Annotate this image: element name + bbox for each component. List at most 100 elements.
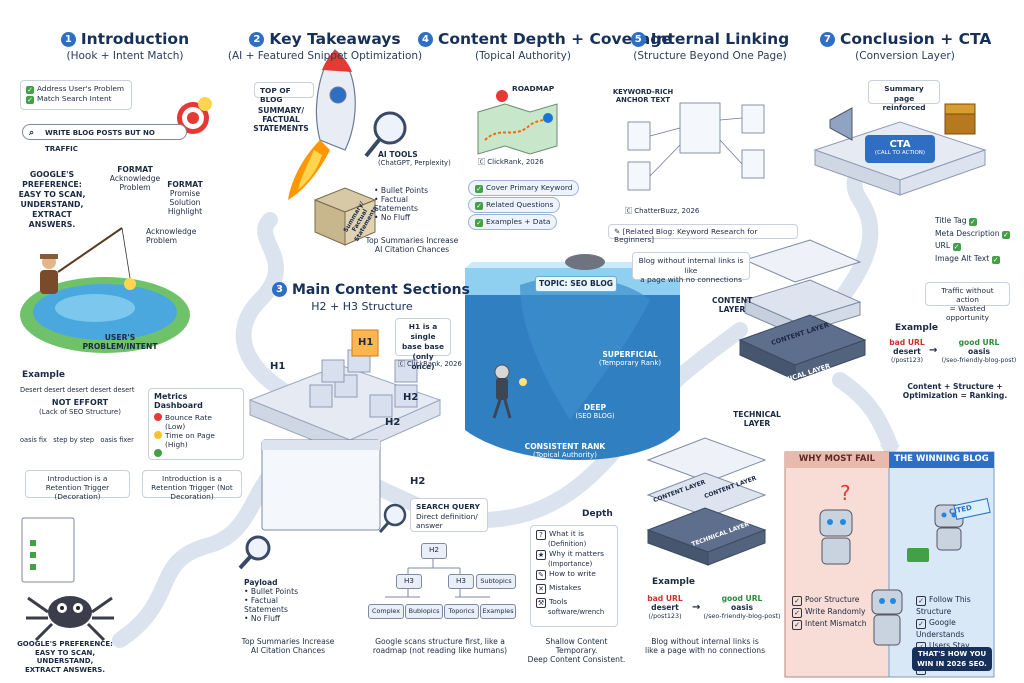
section-title: Conclusion + CTA (840, 30, 992, 48)
treasure-chest-icon (944, 111, 976, 135)
tree-leaf: Examples (480, 604, 516, 619)
google-doc-icon (21, 517, 75, 583)
seo-checklist: Title Tag ✓ Meta Description ✓ URL ✓ Ima… (935, 215, 1015, 265)
h1-note: H1 is a single base base (only once) (395, 318, 451, 371)
tree-leaf: Complex (368, 604, 404, 619)
ranking-formula: Content + Structure + Optimization = Ran… (902, 382, 1008, 400)
h2-label-b: H2 (403, 392, 419, 403)
summary-statements: SUMMARY/ FACTUAL STATEMENTS (253, 106, 309, 133)
checkbox-icon: ✓ (792, 608, 802, 618)
section-subtitle: (AI + Featured Snippet Optimization) (227, 50, 423, 62)
h2-path-label: H2 (410, 476, 426, 487)
metrics-dashboard: Metrics Dashboard Bounce Rate(Low) Time … (148, 388, 244, 460)
tree-node-h3: H3 (448, 574, 474, 589)
star-icon: ★ (536, 550, 546, 560)
top-summaries-note: Top Summaries Increase AI Citation Chanc… (365, 236, 459, 254)
list-item: ✓Poor Structure (792, 594, 882, 606)
google-scans-note: Google scans structure first, like a roa… (372, 637, 508, 655)
payload-list: Payload • Bullet Points • Factual Statem… (244, 578, 324, 623)
depth-label: Depth (582, 509, 613, 519)
linking-example-label: Example (652, 577, 696, 587)
search-query-card: SEARCH QUERY Direct definition/ answer (410, 498, 488, 532)
section-title: Key Takeaways (269, 30, 401, 48)
format-steps-1: FORMAT Acknowledge Problem (109, 165, 161, 192)
anchor-text-label: KEYWORD-RICH ANCHOR TEXT (612, 88, 674, 104)
tree-node-h2: H2 (421, 543, 447, 559)
fail-list: ✓Poor Structure ✓Write Randomly ✓Intent … (792, 594, 882, 630)
metric-green (154, 449, 238, 458)
metric-time-on-page: Time on Page(High) (154, 431, 238, 449)
section-number: 2 (249, 32, 265, 47)
roadmap-label: ROADMAP (512, 84, 555, 93)
spider-bot-icon (26, 596, 114, 642)
h1-cube (351, 329, 379, 357)
summary-reinforced-card: Summary page reinforced (868, 80, 940, 112)
question-icon: ? (536, 530, 546, 540)
depth-check-item: ✓Examples + Data (468, 214, 558, 230)
section-number: 5 (630, 32, 646, 47)
win-panel-bg (888, 451, 995, 678)
superficial-label: SUPERFICIAL (Temporary Rank) (598, 350, 662, 367)
section-subtitle: (Hook + Intent Match) (66, 50, 184, 62)
search-icon: ⌕ (29, 128, 35, 138)
format-steps-2: FORMAT Promise Solution Highlight (167, 180, 203, 216)
arrow-right-icon: → (692, 602, 701, 613)
list-item: ?What it is(Definition) (536, 529, 612, 549)
check-icon: ✓ (475, 185, 483, 193)
chatterbuzz-citation: 🄲 ChatterBuzz, 2026 (625, 207, 700, 215)
related-blog-link[interactable]: ✎ [Related Blog: Keyword Research for Be… (608, 224, 798, 244)
list-item: Image Alt Text ✓ (935, 253, 1000, 264)
topic-label: TOPIC: SEO BLOG (535, 276, 617, 292)
cta-button[interactable]: CTA (CALL TO ACTION) (874, 139, 926, 156)
list-item: URL ✓ (935, 241, 961, 251)
layer-stack-right (738, 239, 867, 381)
search-input[interactable]: ⌕ WRITE BLOG POSTS BUT NO TRAFFIC (22, 124, 187, 153)
list-item: • No Fluff (374, 213, 411, 222)
section-subtitle: (Structure Beyond One Page) (633, 50, 787, 62)
conclusion-example-label: Example (895, 323, 939, 333)
sad-robot-icon: ? (819, 481, 853, 565)
depth-check-item: ✓Cover Primary Keyword (468, 180, 580, 196)
list-item: ✎How to write (536, 569, 612, 580)
tree-node-subtopics: Subtopics (476, 574, 516, 589)
metric-bounce-rate: Bounce Rate(Low) (154, 413, 238, 431)
example-desert: Desert desert desert desert desert (20, 386, 135, 394)
intro-checklist: ✓Address User's Problem ✓Match Search In… (20, 80, 132, 110)
iceberg-water (465, 254, 680, 460)
step-labels: oasis fix step by step oasis fixer (20, 436, 134, 444)
lack-seo-label: (Lack of SEO Structure) (39, 408, 121, 416)
no-links-note: Blog without internal links is like a pa… (632, 252, 750, 284)
browser-window (261, 439, 381, 531)
google-preference-note: GOOGLE'S PREFERENCE: EASY TO SCAN, UNDER… (18, 170, 86, 229)
list-item: • Bullet Points (244, 587, 299, 596)
retention-note-2: Introduction is a Retention Trigger (Not… (142, 470, 242, 501)
megaphone-icon (829, 107, 853, 141)
x-icon: ✕ (536, 584, 546, 594)
list-item: ✓Google Understands (916, 618, 965, 639)
section-subtitle: H2 + H3 Structure (311, 300, 413, 313)
tree-leaf: Toporics (444, 604, 479, 619)
section-number: 7 (820, 32, 835, 47)
section-title: Content Depth + Coverage (438, 30, 672, 48)
h2-label: H2 (385, 417, 401, 428)
list-item: ✓Match Search Intent (26, 94, 112, 104)
section-number: 4 (418, 32, 433, 47)
section-title: Introduction (80, 30, 190, 48)
h1-label: H1 (358, 337, 374, 348)
internal-link-network (627, 102, 765, 191)
happy-robot-icon (871, 504, 964, 646)
google-preference-bottom: GOOGLE'S PREFERENCE: EASY TO SCAN, UNDER… (17, 640, 113, 674)
format-steps-3: Acknowledge Problem (146, 227, 197, 245)
check-icon: ✓ (1001, 230, 1010, 239)
status-dot-icon (154, 431, 162, 439)
conclusion-bad-url: bad URL desert (/post123) (889, 338, 925, 364)
bad-url-example: bad URL desert (/post123) (647, 594, 683, 620)
depth-clickrank: 🄲 ClickRank, 2026 (478, 158, 544, 166)
list-item: • No Fluff (244, 614, 281, 623)
takeaway-bullets: • Bullet Points • Factual Statements • N… (374, 186, 454, 222)
